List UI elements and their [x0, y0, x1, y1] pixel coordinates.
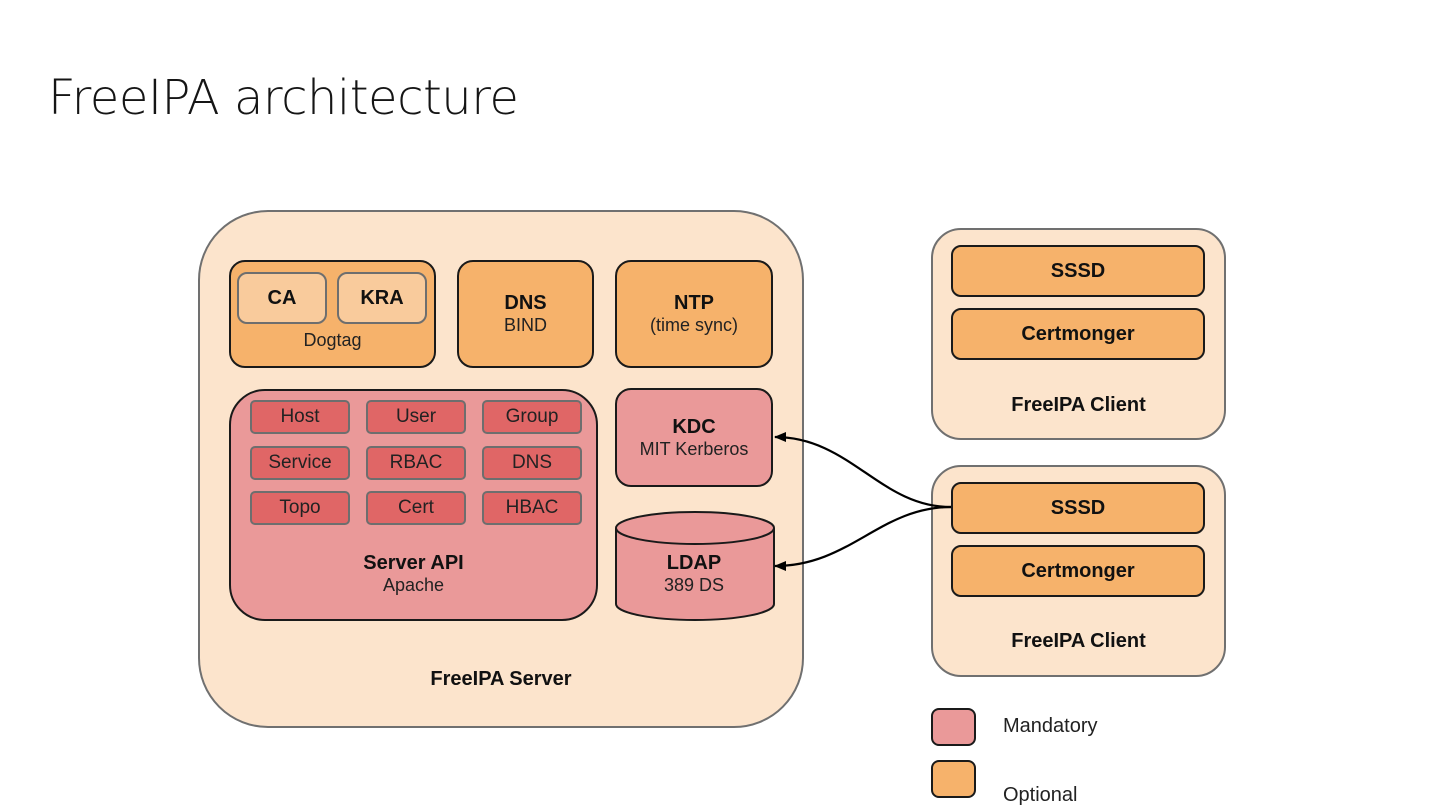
dns-sub: BIND: [503, 315, 547, 335]
client-1-sssd: SSSD: [951, 245, 1205, 297]
server-api-text: Server API Apache: [229, 548, 598, 600]
kdc-sub: MIT Kerberos: [639, 438, 749, 459]
client-1-label: FreeIPA Client: [1011, 393, 1146, 416]
api-plugin-service: Service: [250, 446, 350, 480]
dns-box: DNS BIND: [457, 260, 594, 368]
api-plugin-cert: Cert: [366, 491, 466, 525]
api-plugin-host: Host: [250, 400, 350, 434]
client-2-sssd: SSSD: [951, 482, 1205, 534]
client-2-certmonger: Certmonger: [951, 545, 1205, 597]
kdc-label: KDC: [672, 415, 716, 438]
dogtag-label: Dogtag: [303, 329, 362, 350]
client-2-label: FreeIPA Client: [1011, 629, 1146, 652]
api-plugin-user: User: [366, 400, 466, 434]
kdc-box: KDC MIT Kerberos: [615, 388, 773, 487]
api-plugin-group: Group: [482, 400, 582, 434]
api-plugin-hbac: HBAC: [482, 491, 582, 525]
slide-title: FreeIPA architecture: [48, 70, 519, 126]
legend-swatch-optional: [931, 760, 976, 798]
server-label: FreeIPA Server: [430, 667, 572, 690]
api-plugin-dns: DNS: [482, 446, 582, 480]
ldap-cylinder: [615, 511, 775, 621]
dns-label: DNS: [504, 292, 547, 314]
ldap-sub: 389 DS: [663, 575, 725, 595]
server-api-sub: Apache: [382, 575, 445, 595]
ntp-label: NTP: [674, 292, 714, 314]
ldap-text: LDAP 389 DS: [615, 548, 773, 600]
api-plugin-topo: Topo: [250, 491, 350, 525]
api-plugin-rbac: RBAC: [366, 446, 466, 480]
ca-box: CA: [237, 272, 327, 324]
kra-box: KRA: [337, 272, 427, 324]
arrow-sssd-to-kdc: [774, 432, 952, 509]
legend-label-optional: Optional: [1003, 784, 1078, 806]
legend-swatch-mandatory: [931, 708, 976, 746]
ntp-sub: (time sync): [649, 315, 738, 335]
ldap-label: LDAP: [666, 552, 722, 574]
ntp-box: NTP (time sync): [615, 260, 773, 368]
client-1-certmonger: Certmonger: [951, 308, 1205, 360]
legend-label-mandatory: Mandatory: [1003, 715, 1098, 737]
server-api-label: Server API: [363, 552, 464, 574]
arrow-sssd-to-ldap: [774, 505, 952, 571]
